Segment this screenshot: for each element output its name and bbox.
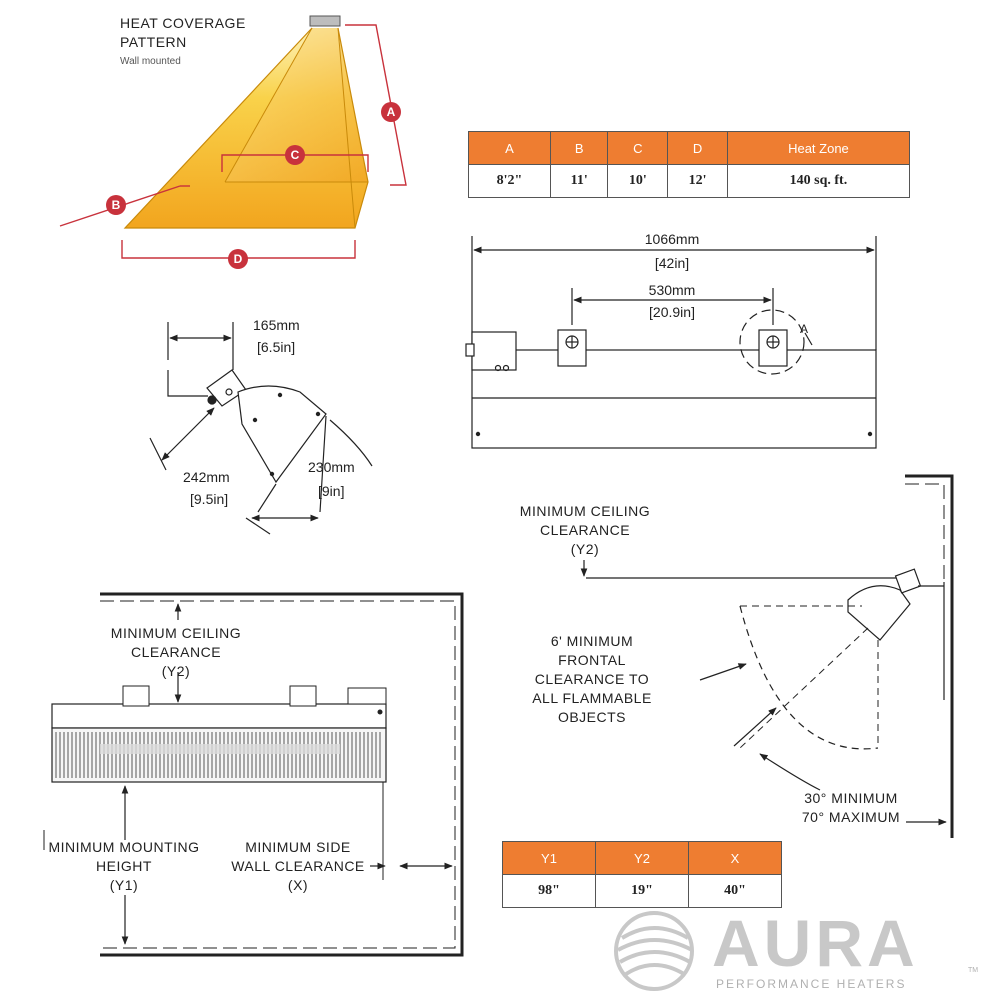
table-header-cell: D [667,131,728,165]
marker-a-label: A [387,105,396,119]
side-offset-mm: 165mm [253,317,300,333]
table-header-cell: Heat Zone [726,131,911,165]
front-bracket-mm: 530mm [649,282,696,298]
marker-b-label: B [112,198,121,212]
side-depth-in: [9.5in] [190,491,228,507]
angle-frontal-line1: 6' MINIMUM [551,633,633,649]
table-cell: 12' [667,164,728,198]
detail-marker-a: A [800,322,808,336]
install-side-line3: (X) [288,877,308,893]
angle-view-drawing [580,474,954,838]
coverage-title-line2: PATTERN [120,34,187,50]
install-side-line2: WALL CLEARANCE [231,858,365,874]
side-width-mm: 230mm [308,459,355,475]
angle-frontal-line2: FRONTAL [558,652,626,668]
install-side-line1: MINIMUM SIDE [245,839,351,855]
coverage-table-header-row: A B C D Heat Zone [468,131,911,165]
install-mounting-line2: HEIGHT [96,858,152,874]
table-row: 8'2" 11' 10' 12' 140 sq. ft. [468,164,911,198]
marker-c [285,145,305,165]
install-mounting-line1: MINIMUM MOUNTING [48,839,199,855]
aura-logo: AURA PERFORMANCE HEATERS TM [614,908,978,991]
table-header-cell: B [549,131,609,165]
angle-ceiling-line1: MINIMUM CEILING [520,503,650,519]
heater-element-band [100,744,340,754]
table-cell: 140 sq. ft. [726,164,911,198]
angle-ceiling-line3: (Y2) [571,541,599,557]
marker-d-label: D [234,252,243,266]
coverage-title-line1: HEAT COVERAGE [120,15,246,31]
marker-c-label: C [291,148,300,162]
table-row: 98" 19" 40" [502,874,782,908]
heat-coverage-pattern: HEAT COVERAGE PATTERN Wall mounted A B C… [59,15,407,269]
swirl-logo-icon [614,911,694,991]
front-total-mm: 1066mm [645,231,699,247]
side-view-drawing [149,322,373,535]
installation-room-drawing [43,592,464,957]
marker-b [106,195,126,215]
table-header-cell: A [468,131,551,165]
front-view-drawing [465,236,877,449]
marker-d [228,249,248,269]
table-header-cell: Y1 [502,841,596,875]
heater-top-icon [309,15,341,27]
front-total-in: [42in] [655,255,689,271]
table-cell: 10' [607,164,669,198]
brand-tm: TM [968,967,978,974]
brand-tagline: PERFORMANCE HEATERS [716,977,906,991]
table-header-cell: C [607,131,669,165]
install-mounting-line3: (Y1) [110,877,138,893]
clearance-table-header-row: Y1 Y2 X [502,841,782,875]
angle-range-line1: 30° MINIMUM [804,790,898,806]
table-header-cell: Y2 [595,841,689,875]
angle-ceiling-line2: CLEARANCE [540,522,630,538]
brand-name: AURA [712,908,919,980]
angle-frontal-line5: OBJECTS [558,709,626,725]
coverage-spec-table: A B C D Heat Zone 8'2" 11' 10' 12' 140 s… [468,131,911,198]
install-ceiling-line3: (Y2) [162,663,190,679]
install-ceiling-line1: MINIMUM CEILING [111,625,241,641]
side-width-in: [9in] [318,483,344,499]
table-header-cell: X [688,841,782,875]
side-depth-mm: 242mm [183,469,230,485]
install-ceiling-line2: CLEARANCE [131,644,221,660]
angle-frontal-line3: CLEARANCE TO [535,671,649,687]
table-cell: 11' [549,164,609,198]
table-cell: 19" [595,874,689,908]
heater-fins [55,732,381,778]
angle-range-line2: 70° MAXIMUM [802,809,900,825]
marker-a [381,102,401,122]
side-offset-in: [6.5in] [257,339,295,355]
coverage-subtitle: Wall mounted [120,56,181,67]
table-cell: 40" [688,874,782,908]
table-cell: 8'2" [468,164,551,198]
angle-frontal-line4: ALL FLAMMABLE [532,690,652,706]
table-cell: 98" [502,874,596,908]
clearance-spec-table: Y1 Y2 X 98" 19" 40" [502,841,782,908]
front-bracket-in: [20.9in] [649,304,695,320]
